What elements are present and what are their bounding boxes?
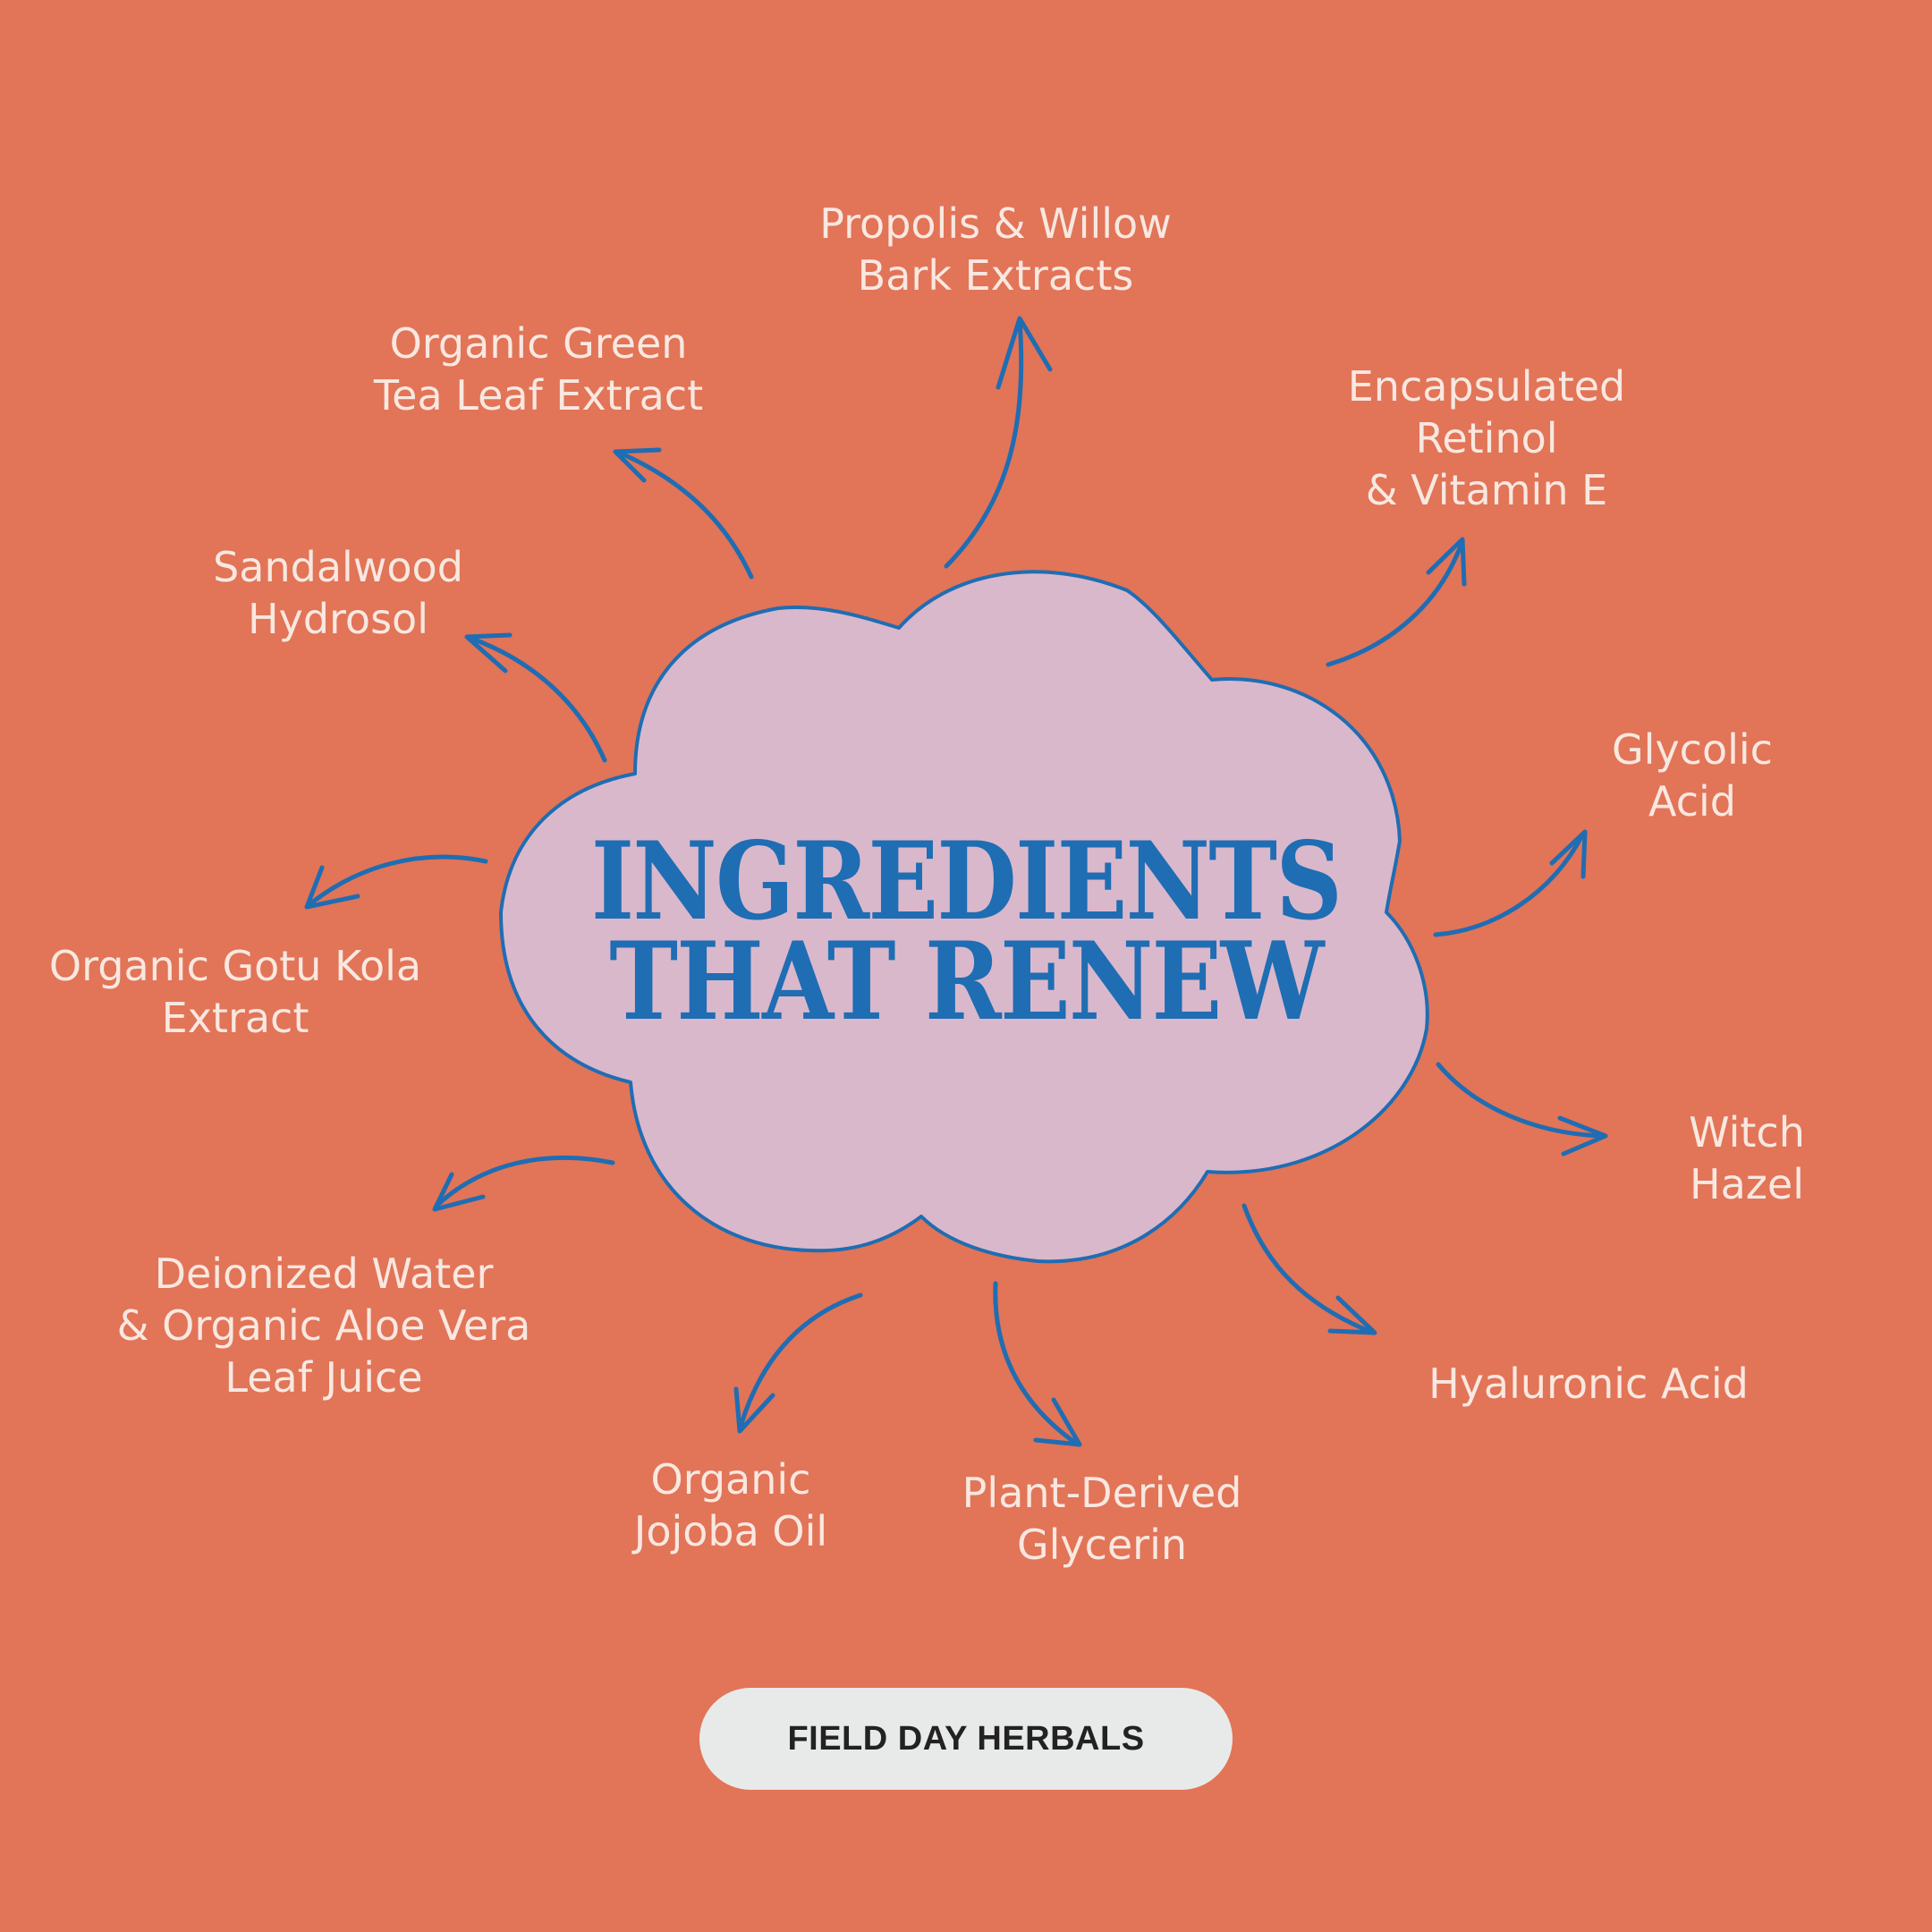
- ingredient-label-witch-hazel: Witch Hazel: [1689, 1108, 1805, 1208]
- brand-name: FIELD DAY HERBALS: [787, 1719, 1145, 1758]
- arrow-head-jojoba: [733, 1386, 775, 1434]
- arrow-head-propolis: [996, 316, 1053, 390]
- arrow-head-sandalwood: [464, 632, 513, 674]
- arrow-head-glycerin: [1033, 1397, 1082, 1447]
- ingredient-label-jojoba: Organic Jojoba Oil: [633, 1455, 828, 1555]
- brand-pill: FIELD DAY HERBALS: [699, 1688, 1233, 1790]
- cloud-shape: [499, 570, 1429, 1264]
- arrow-retinol: [1326, 538, 1465, 667]
- arrow-head-green-tea: [613, 447, 662, 483]
- arrow-head-hyaluronic: [1327, 1295, 1377, 1335]
- ingredient-label-hyaluronic: Hyaluronic Acid: [1428, 1360, 1749, 1408]
- ingredient-label-gotu-kola: Organic Gotu Kola Extract: [48, 942, 422, 1042]
- arrow-deionized: [434, 1155, 615, 1208]
- arrow-head-gotu-kola: [304, 865, 360, 910]
- ingredient-label-retinol: Encapsulated Retinol & Vitamin E: [1347, 362, 1626, 514]
- arrow-glycerin: [993, 1281, 1080, 1447]
- arrow-head-glycolic: [1549, 829, 1588, 879]
- ingredient-label-deionized: Deionized Water & Organic Aloe Vera Leaf…: [116, 1250, 531, 1402]
- arrow-green-tea: [614, 449, 754, 580]
- arrow-hyaluronic: [1241, 1203, 1376, 1335]
- ingredient-label-propolis: Propolis & Willow Bark Extracts: [819, 199, 1172, 300]
- diagram-title: INGREDIENTS THAT RENEW: [590, 818, 1343, 1045]
- arrow-jojoba: [737, 1292, 863, 1432]
- arrow-head-witch-hazel: [1557, 1115, 1608, 1157]
- ingredient-label-glycolic: Glycolic Acid: [1612, 725, 1773, 826]
- arrow-witch-hazel: [1436, 1062, 1606, 1139]
- arrow-sandalwood: [467, 635, 607, 763]
- arrow-head-retinol: [1426, 537, 1467, 587]
- arrow-head-deionized: [432, 1172, 486, 1212]
- arrow-glycolic: [1433, 831, 1586, 937]
- ingredient-label-green-tea: Organic Green Tea Leaf Extract: [373, 319, 704, 419]
- arrow-gotu-kola: [306, 854, 488, 908]
- ingredient-label-glycerin: Plant-Derived Glycerin: [962, 1469, 1242, 1569]
- ingredient-label-sandalwood: Sandalwood Hydrosol: [213, 543, 463, 643]
- arrow-propolis: [944, 318, 1024, 569]
